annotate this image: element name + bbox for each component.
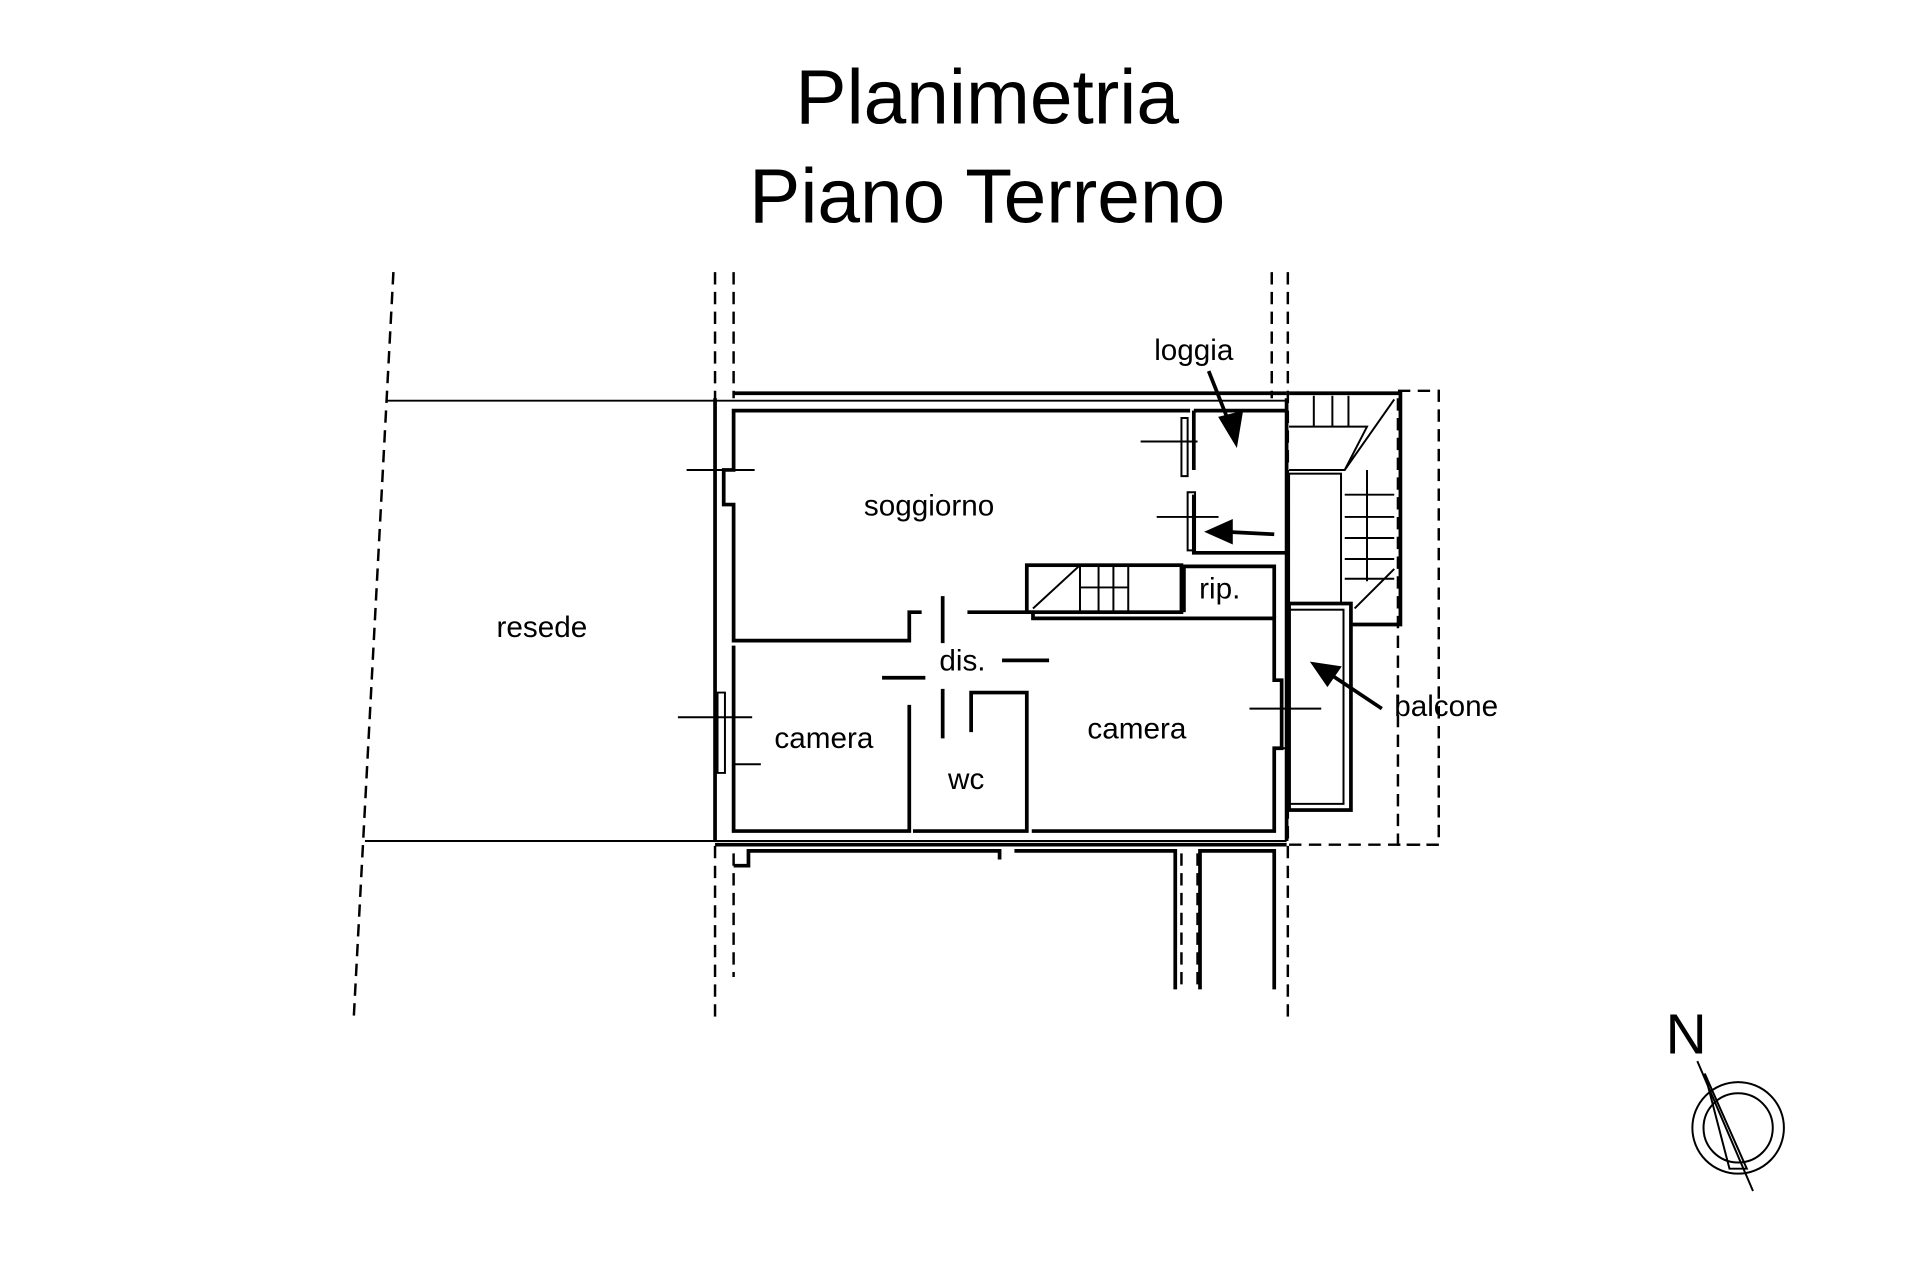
compass-north-label: N: [1666, 1003, 1707, 1067]
room-label-camera-right: camera: [1087, 712, 1186, 745]
balcony: [1287, 601, 1353, 812]
room-label-wc: wc: [947, 763, 984, 796]
room-label-camera-left: camera: [774, 722, 873, 755]
walls: [677, 391, 1322, 990]
room-label-dis: dis.: [939, 644, 985, 677]
interior-stairs: [1024, 563, 1184, 615]
room-label-resede: resede: [496, 611, 587, 644]
plan-subtitle: Piano Terreno: [749, 155, 1225, 240]
room-label-rip: rip.: [1199, 573, 1240, 606]
room-label-balcone: balcone: [1394, 690, 1498, 723]
plan-title: Planimetria: [795, 56, 1179, 141]
arrows: [1204, 370, 1383, 711]
room-label-soggiorno: soggiorno: [864, 490, 994, 523]
room-label-loggia: loggia: [1154, 334, 1234, 367]
north-compass-icon: N: [1666, 1003, 1785, 1192]
external-stairs: [1288, 391, 1403, 627]
lot-boundary: [352, 272, 1441, 1017]
